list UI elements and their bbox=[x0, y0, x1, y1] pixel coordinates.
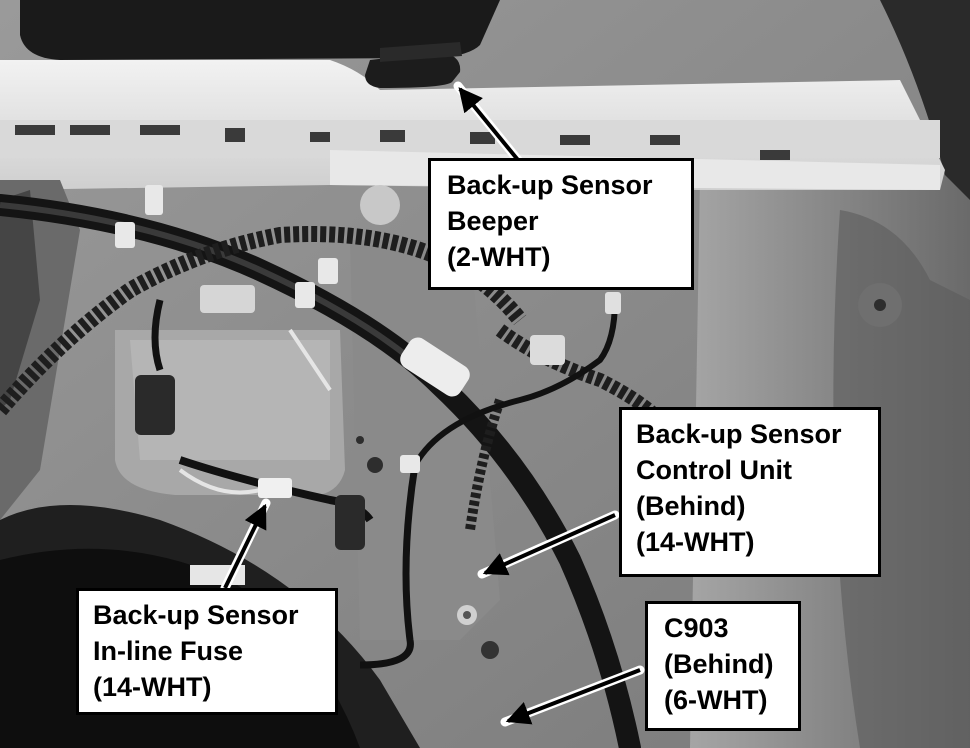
foam-sleeve bbox=[400, 337, 470, 397]
callout-line: Back-up Sensor bbox=[447, 170, 653, 200]
callout-line: Beeper bbox=[447, 206, 539, 236]
wire-clip-5 bbox=[145, 185, 163, 215]
leader-arrow-icon bbox=[223, 503, 267, 589]
leader-arrow-icon bbox=[482, 513, 616, 576]
panel-port bbox=[360, 185, 400, 225]
foam-block-left bbox=[135, 375, 175, 435]
callout-line: Control Unit bbox=[636, 455, 792, 485]
left-wire bbox=[151, 299, 164, 372]
callout-line: Back-up Sensor bbox=[636, 419, 842, 449]
callout-line: In-line Fuse bbox=[93, 636, 244, 666]
wire-clip-2 bbox=[295, 282, 315, 308]
leader-arrow-icon bbox=[505, 668, 641, 725]
callout-line: (2-WHT) bbox=[447, 242, 551, 272]
bracket-hole-3 bbox=[481, 641, 499, 659]
rear-window-frame bbox=[20, 0, 500, 60]
callout-backup-sensor-inline-fuse: Back-up Sensor In-line Fuse (14-WHT) bbox=[76, 588, 338, 715]
callout-line: C903 bbox=[664, 613, 729, 643]
panel-cutout-inner bbox=[130, 340, 330, 460]
callout-line: (6-WHT) bbox=[664, 685, 768, 715]
bolt-center bbox=[463, 611, 471, 619]
wire-clip-4 bbox=[115, 222, 135, 248]
trim-hole-center bbox=[874, 299, 886, 311]
corrugated-loom bbox=[0, 226, 527, 416]
control-wire bbox=[412, 299, 618, 467]
wire-clip-3 bbox=[318, 258, 338, 284]
wire-clip-6 bbox=[605, 292, 621, 314]
connector-mid bbox=[530, 335, 565, 365]
callout-line: (Behind) bbox=[636, 491, 746, 521]
wire-clip-1 bbox=[400, 455, 420, 473]
leader-arrow-icon bbox=[458, 87, 520, 162]
bracket-hole-1 bbox=[367, 457, 383, 473]
callout-line: (14-WHT) bbox=[636, 527, 755, 557]
trim-slots bbox=[15, 125, 790, 160]
leader-arrows bbox=[223, 87, 641, 725]
white-wire bbox=[178, 468, 261, 495]
pillar-dark bbox=[880, 0, 970, 200]
corrugated-loom-right bbox=[495, 324, 665, 426]
callout-line: (Behind) bbox=[664, 649, 774, 679]
beeper-bracket bbox=[380, 42, 462, 62]
connector-upper-left bbox=[200, 285, 255, 313]
callout-backup-sensor-beeper: Back-up Sensor Beeper (2-WHT) bbox=[428, 158, 694, 290]
foam-block-right bbox=[335, 495, 365, 550]
sensor-wire bbox=[359, 464, 419, 669]
fuse-holder bbox=[258, 478, 292, 498]
callout-line: (14-WHT) bbox=[93, 672, 212, 702]
corrugated-loom-down bbox=[465, 398, 505, 531]
callout-c903-connector: C903 (Behind) (6-WHT) bbox=[645, 601, 801, 731]
left-pillar-shadow bbox=[0, 190, 40, 410]
bracket-hole-2 bbox=[356, 436, 364, 444]
main-harness-highlight bbox=[0, 202, 443, 388]
callout-backup-sensor-control-unit: Back-up Sensor Control Unit (Behind) (14… bbox=[619, 407, 881, 577]
callout-line: Back-up Sensor bbox=[93, 600, 299, 630]
side-trim-shadow bbox=[833, 210, 970, 748]
white-wire-2 bbox=[288, 328, 332, 392]
